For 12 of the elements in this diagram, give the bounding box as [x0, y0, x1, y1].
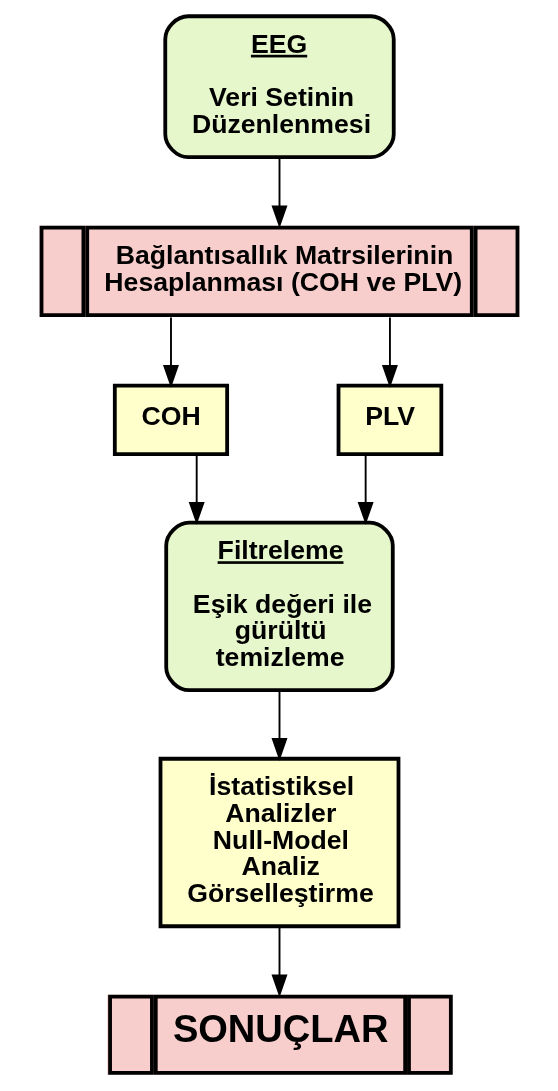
- node-box: Filtreleme Eşik değeri ile gürültü temizleme: [163, 520, 395, 693]
- arrow: [381, 316, 398, 388]
- node-box: İstatistiksel Analizler Null-Model Analiz Görselleştirme: [158, 756, 400, 929]
- node-box: PLV: [336, 383, 443, 457]
- node-box: EEG Veri Setinin Düzenlenmesi: [162, 14, 396, 160]
- arrow: [162, 316, 179, 388]
- arrow: [188, 454, 205, 525]
- arrow: [271, 689, 287, 761]
- arrow: [271, 925, 287, 998]
- node-box: COH: [112, 383, 229, 457]
- arrow: [357, 454, 374, 525]
- arrow: [271, 156, 287, 229]
